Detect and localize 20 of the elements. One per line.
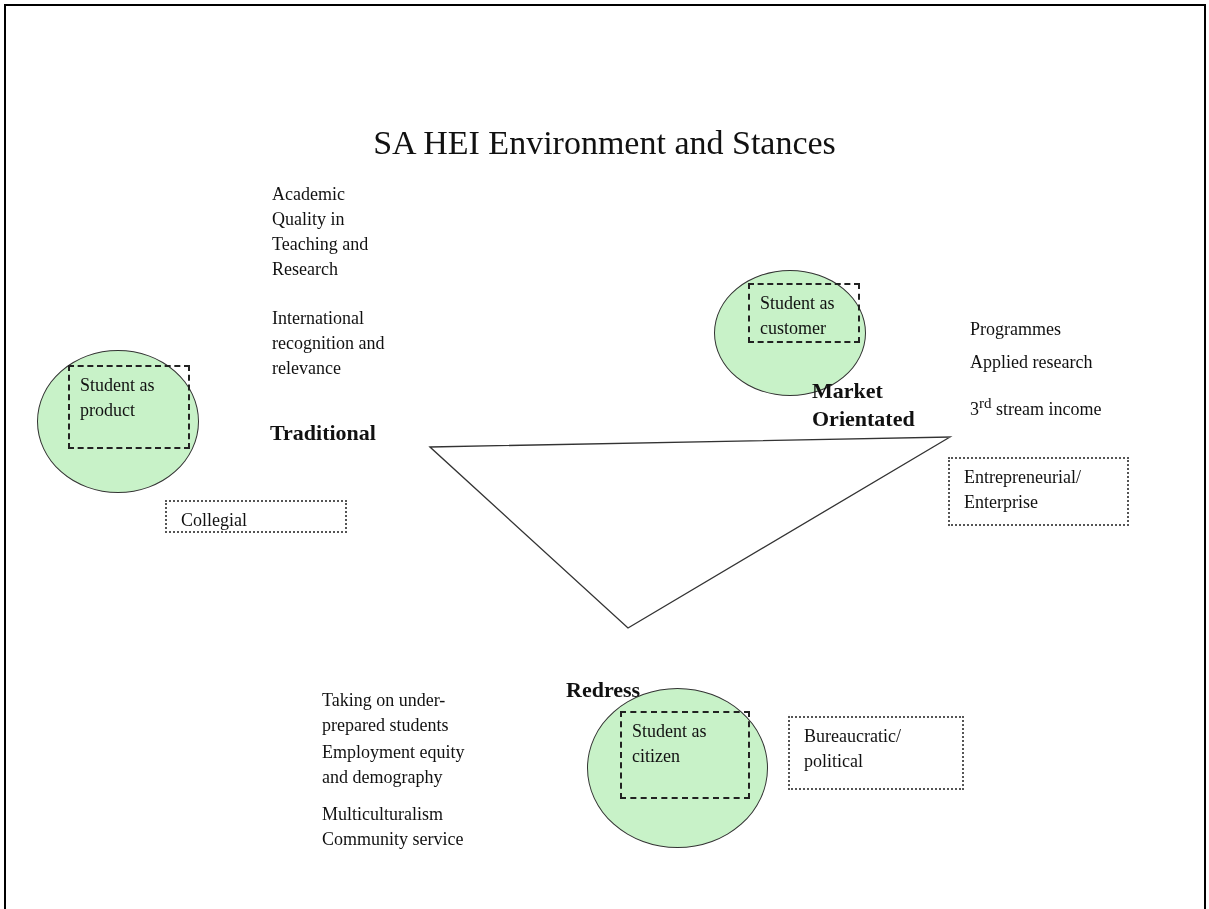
- dotted-label-box: Entrepreneurial/ Enterprise: [948, 457, 1129, 526]
- text-label: 3$^{rd}$ stream income: [970, 394, 1102, 421]
- dotted-label-box: Collegial: [165, 500, 347, 533]
- dashed-label-box: Student as customer: [748, 283, 860, 343]
- text-label: Multiculturalism: [322, 803, 443, 826]
- dashed-label-box: Student as citizen: [620, 711, 750, 799]
- text-label: Programmes: [970, 318, 1061, 341]
- dashed-label-box: Student as product: [68, 365, 190, 449]
- title: SA HEI Environment and Stances: [372, 124, 837, 162]
- text-label: Academic Quality in Teaching and Research: [272, 183, 370, 281]
- text-label: Taking on under-prepared students: [322, 689, 450, 737]
- stance-label: Traditional: [270, 419, 376, 447]
- triangle: [430, 437, 950, 628]
- text-label: Employment equity and demography: [322, 741, 466, 789]
- text-label: Applied research: [970, 351, 1093, 374]
- text-label: Community service: [322, 828, 464, 851]
- text-label: International recognition and relevance: [272, 307, 386, 380]
- stance-label: Redress: [566, 676, 641, 704]
- dotted-label-box: Bureaucratic/ political: [788, 716, 964, 790]
- stance-label: Market Orientated: [812, 377, 916, 433]
